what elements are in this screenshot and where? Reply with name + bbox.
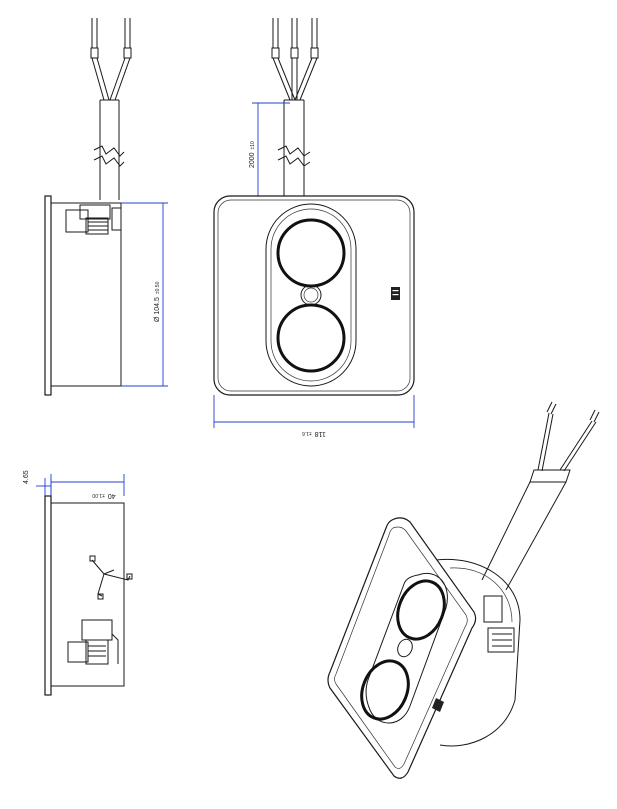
thickness-dimension: 4.65 xyxy=(23,470,52,496)
thickness-label: 4.65 xyxy=(23,470,30,484)
front-cable xyxy=(271,18,319,196)
side-view-bottom: 4.65 40 ±1.00 xyxy=(23,470,133,696)
side-view-top: Ø 104.5 ±0.50 xyxy=(44,18,168,396)
width-dimension: 118 ±1.6 xyxy=(213,395,415,437)
diameter-label: Ø 104.5 ±0.50 xyxy=(154,281,161,322)
cable-length-label: 2000 ±10 xyxy=(249,141,256,168)
upper-button xyxy=(276,218,346,288)
iso-cable xyxy=(481,481,567,591)
iso-slot xyxy=(365,573,448,724)
iso-upper-button xyxy=(396,579,446,641)
depth-dimension: 40 ±1.00 xyxy=(50,474,125,499)
side-body-top xyxy=(50,202,122,387)
width-label: 118 ±1.6 xyxy=(302,430,326,437)
front-view: 2000 ±10 118 ±1.6 xyxy=(213,18,415,437)
side-clamp-top xyxy=(65,204,122,235)
lower-button xyxy=(276,303,346,373)
side-clamp-bottom xyxy=(67,619,119,665)
front-slot xyxy=(265,203,357,387)
depth-label: 40 ±1.00 xyxy=(92,492,115,499)
side-plate-top xyxy=(44,195,52,396)
iso-label xyxy=(432,698,444,712)
iso-middle-button xyxy=(397,638,413,658)
front-label xyxy=(391,287,400,300)
iso-body xyxy=(435,558,521,747)
isometric-view xyxy=(327,401,600,779)
side-plate-bottom xyxy=(44,495,52,696)
side-body-bottom xyxy=(50,502,125,687)
front-plate xyxy=(213,195,415,396)
side-cable xyxy=(90,18,132,200)
diameter-dimension: Ø 104.5 ±0.50 xyxy=(121,202,168,387)
iso-lower-button xyxy=(360,659,410,721)
side-spring-clip xyxy=(89,555,133,600)
iso-plate xyxy=(327,517,477,779)
iso-wires xyxy=(529,401,600,483)
iso-clamp xyxy=(483,595,515,653)
